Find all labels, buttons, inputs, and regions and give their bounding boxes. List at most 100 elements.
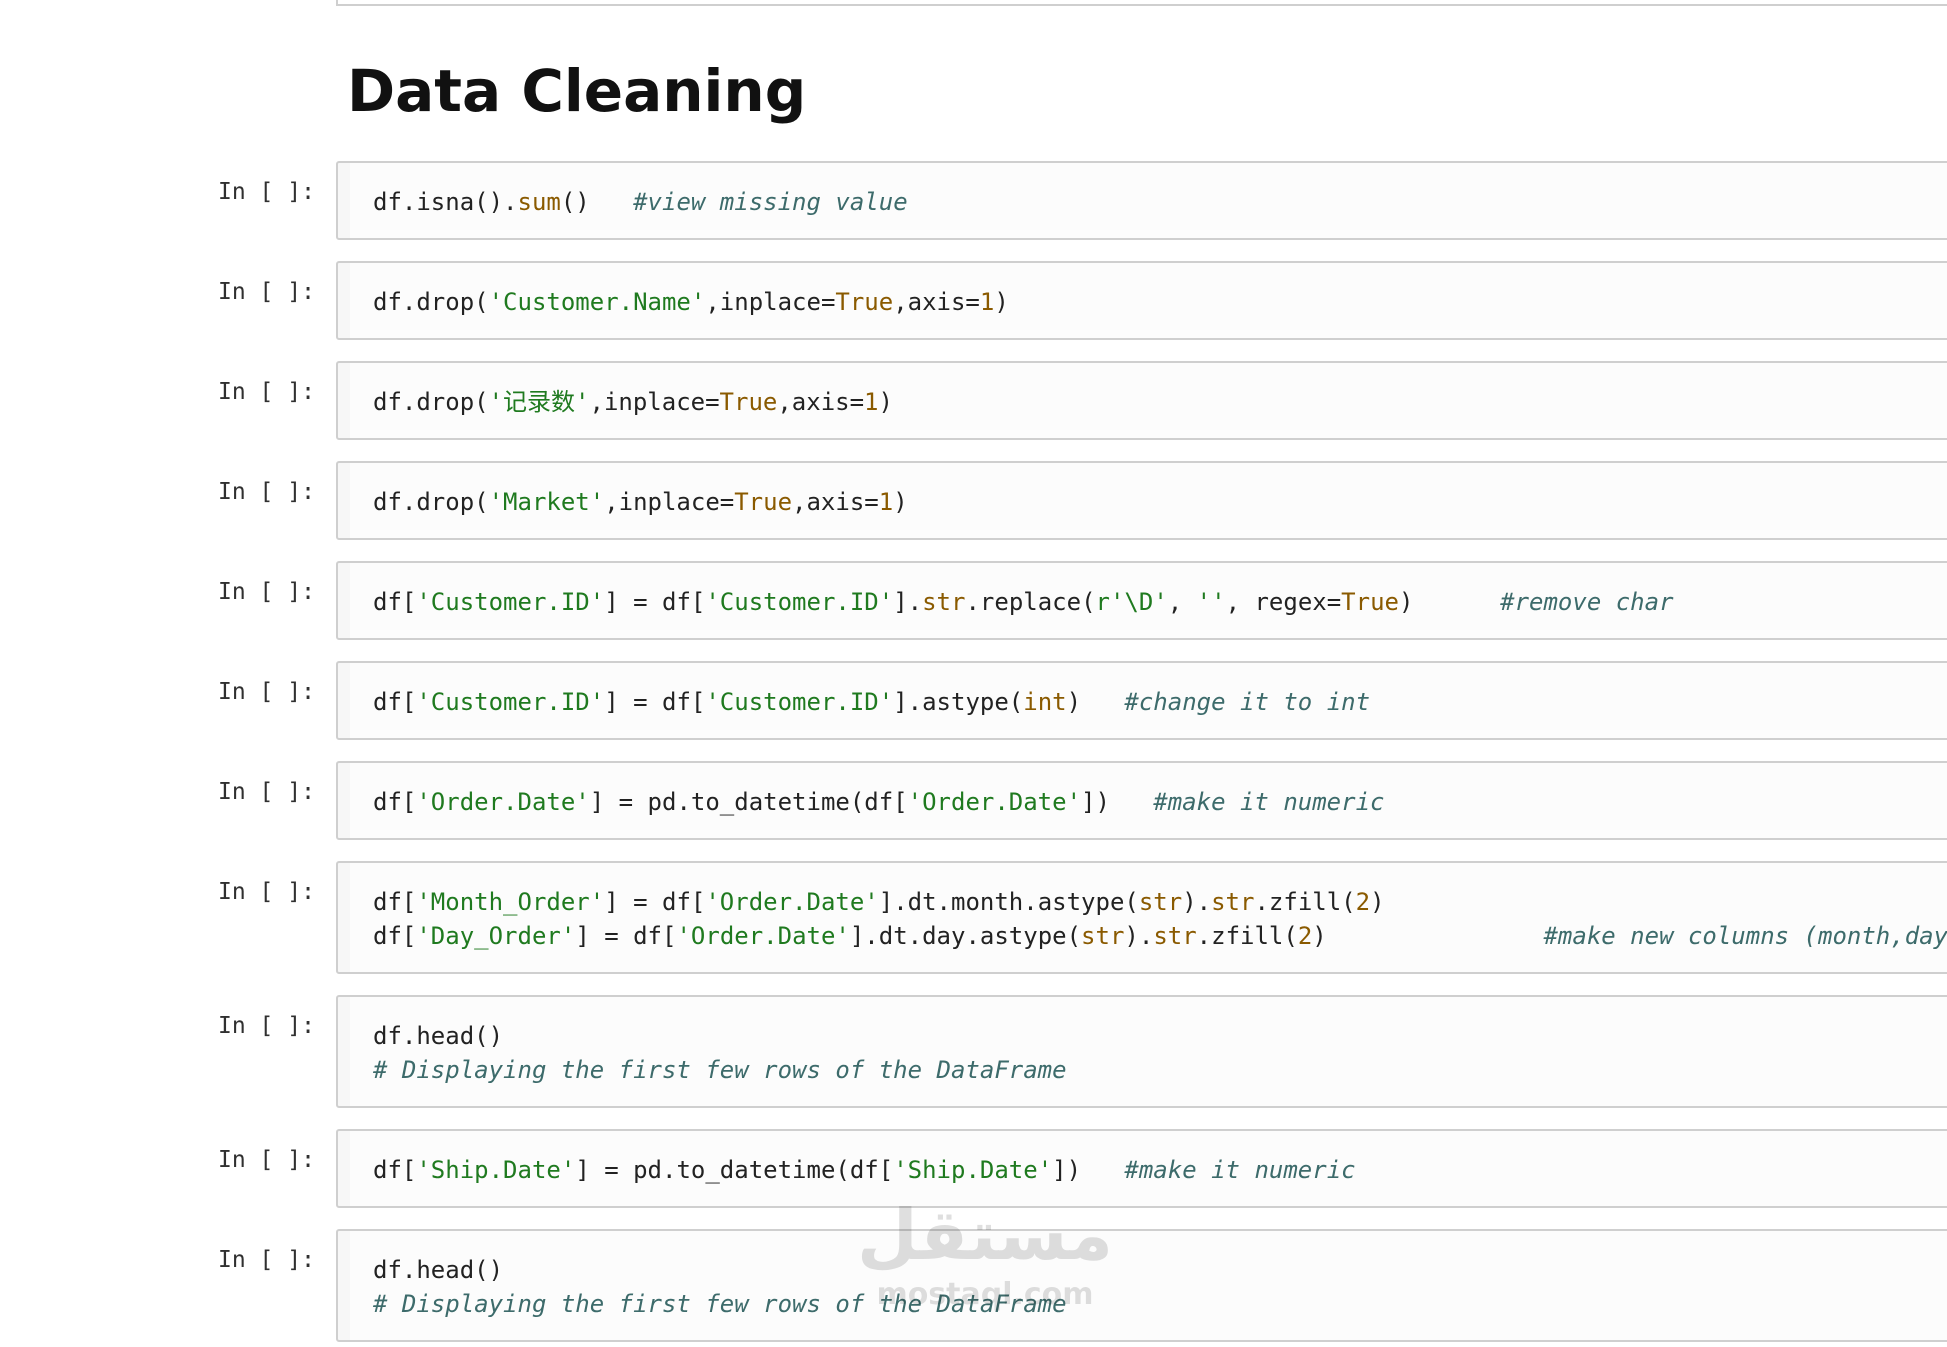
code-token: # Displaying the first few rows of the D… <box>373 1290 1067 1318</box>
code-token: str <box>1153 922 1197 950</box>
code-token: , <box>1167 588 1197 616</box>
code-cell[interactable]: In [ ]: df['Customer.ID'] = df['Customer.… <box>0 661 1947 740</box>
code-cell[interactable]: In [ ]:df.drop('Customer.Name',inplace=T… <box>0 261 1947 340</box>
code-token: ,inplace= <box>604 488 735 516</box>
code-editor[interactable]: df.drop('Market',inplace=True,axis=1) <box>336 461 1947 540</box>
code-token: ].astype( <box>893 688 1024 716</box>
code-token: # Displaying the first few rows of the D… <box>373 1056 1067 1084</box>
code-token: ,inplace= <box>705 288 836 316</box>
code-token: 1 <box>864 388 879 416</box>
cell-prompt: In [ ]: <box>218 479 315 505</box>
code-editor[interactable]: df['Order.Date'] = pd.to_datetime(df['Or… <box>336 761 1947 840</box>
code-editor[interactable]: df['Month_Order'] = df['Order.Date'].dt.… <box>336 861 1947 974</box>
code-token: r'\D' <box>1095 588 1168 616</box>
code-editor[interactable]: df.drop('Customer.Name',inplace=True,axi… <box>336 261 1947 340</box>
code-editor[interactable]: df.isna().sum() #view missing value <box>336 161 1947 240</box>
code-token: 'Month_Order' <box>416 888 605 916</box>
cell-prompt: In [ ]: <box>218 679 315 705</box>
code-cell[interactable]: In [ ]: df.drop('Market',inplace=True,axi… <box>0 461 1947 540</box>
code-token: #make it numeric <box>1153 788 1385 816</box>
code-token: 'Day_Order' <box>416 922 576 950</box>
code-token: , regex= <box>1225 588 1342 616</box>
code-editor-area[interactable]: df['Month_Order'] = df['Order.Date'].dt.… <box>350 863 1947 972</box>
code-token: str <box>922 588 966 616</box>
code-token: 'Ship.Date' <box>416 1156 576 1184</box>
code-token: 'Order.Date' <box>705 888 879 916</box>
code-token: ] = df[ <box>604 888 706 916</box>
code-cell[interactable]: In [ ]:df['Ship.Date'] = pd.to_datetime(… <box>0 1129 1947 1208</box>
code-token: ) <box>1398 588 1501 616</box>
code-cell[interactable]: In [ ]: df.isna().sum() #view missing val… <box>0 161 1947 240</box>
code-token: ].dt.month.astype( <box>878 888 1139 916</box>
code-editor-area[interactable]: df.head() # Displaying the first few rows… <box>350 1231 1947 1340</box>
code-token: str <box>1081 922 1125 950</box>
code-editor-area[interactable]: df.drop('Market',inplace=True,axis=1) <box>350 463 1947 538</box>
code-editor[interactable]: df['Ship.Date'] = pd.to_datetime(df['Shi… <box>336 1129 1947 1208</box>
code-token: 'Customer.ID' <box>705 588 894 616</box>
code-editor[interactable]: df['Customer.ID'] = df['Customer.ID'].as… <box>336 661 1947 740</box>
code-editor-area[interactable]: df['Order.Date'] = pd.to_datetime(df['Or… <box>350 763 1947 838</box>
code-editor-area[interactable]: df.drop('Customer.Name',inplace=True,axi… <box>350 263 1947 338</box>
code-token: #view missing value <box>633 188 908 216</box>
code-token: ]. <box>893 588 923 616</box>
code-token: ] = pd.to_datetime(df[ <box>589 788 908 816</box>
code-token: ] = pd.to_datetime(df[ <box>575 1156 894 1184</box>
code-editor[interactable]: df.drop('记录数',inplace=True,axis=1) <box>336 361 1947 440</box>
code-token: int <box>1023 688 1067 716</box>
code-line: # Displaying the first few rows of the D… <box>373 1053 1067 1087</box>
cell-prompt: In [ ]: <box>218 379 315 405</box>
code-line: # Displaying the first few rows of the D… <box>373 1287 1067 1321</box>
code-token: ) <box>1312 922 1544 950</box>
code-token: ]) <box>1052 1156 1125 1184</box>
code-token: '记录数' <box>488 388 590 416</box>
code-token: df.drop( <box>373 388 489 416</box>
code-line: df['Month_Order'] = df['Order.Date'].dt.… <box>373 885 1385 919</box>
code-editor-area[interactable]: df.drop('记录数',inplace=True,axis=1) <box>350 363 1947 438</box>
code-token: ].dt.day.astype( <box>849 922 1082 950</box>
cell-prompt: In [ ]: <box>218 779 315 805</box>
code-token: df[ <box>373 588 417 616</box>
code-cell[interactable]: In [ ]:df['Customer.ID'] = df['Customer.… <box>0 561 1947 640</box>
code-token: df.head() <box>373 1022 504 1050</box>
code-cell[interactable]: In [ ]:df['Month_Order'] = df['Order.Dat… <box>0 861 1947 974</box>
code-token: df.drop( <box>373 288 489 316</box>
code-editor-area[interactable]: df.isna().sum() #view missing value <box>350 163 1947 238</box>
code-editor[interactable]: df.head() # Displaying the first few rows… <box>336 1229 1947 1342</box>
code-token: .replace( <box>965 588 1096 616</box>
code-token: ,axis= <box>893 288 980 316</box>
code-cell[interactable]: In [ ]:df.head()# Displaying the first f… <box>0 995 1947 1108</box>
code-token: ] = df[ <box>604 588 706 616</box>
code-token: .zfill( <box>1254 888 1356 916</box>
code-token: #remove char <box>1500 588 1674 616</box>
cell-prompt: In [ ]: <box>218 179 315 205</box>
code-token: 2 <box>1297 922 1313 950</box>
code-token: ) <box>994 288 1009 316</box>
code-token: ). <box>1182 888 1212 916</box>
code-token: df.drop( <box>373 488 489 516</box>
code-cell[interactable]: In [ ]: df.head() # Displaying the first f… <box>0 1229 1947 1342</box>
code-token: ) <box>878 388 893 416</box>
code-token: ] = df[ <box>604 688 706 716</box>
code-token: df.head() <box>373 1256 504 1284</box>
code-token: str <box>1138 888 1183 916</box>
code-editor-area[interactable]: df['Customer.ID'] = df['Customer.ID'].as… <box>350 663 1947 738</box>
code-token: ) <box>1066 688 1125 716</box>
code-token: df[ <box>373 922 417 950</box>
code-token: df[ <box>373 788 417 816</box>
code-cell[interactable]: In [ ]: df['Order.Date'] = pd.to_datetime… <box>0 761 1947 840</box>
code-line: df.head() <box>373 1253 503 1287</box>
code-cell[interactable]: In [ ]: df.drop('记录数',inplace=True,axis=1… <box>0 361 1947 440</box>
code-editor-area[interactable]: df['Customer.ID'] = df['Customer.ID'].st… <box>350 563 1947 638</box>
code-token: ,axis= <box>792 488 879 516</box>
code-token: sum <box>517 188 561 216</box>
code-editor-area[interactable]: df['Ship.Date'] = pd.to_datetime(df['Shi… <box>350 1131 1947 1206</box>
cell-prompt: In [ ]: <box>218 879 315 905</box>
cell-prompt: In [ ]: <box>218 1247 315 1273</box>
code-editor[interactable]: df.head() # Displaying the first few rows… <box>336 995 1947 1108</box>
code-token: df[ <box>373 888 417 916</box>
code-editor[interactable]: df['Customer.ID'] = df['Customer.ID'].st… <box>336 561 1947 640</box>
code-token: ) <box>1370 888 1385 916</box>
previous-cell-edge <box>336 0 1947 6</box>
code-token: 'Market' <box>488 488 605 516</box>
code-editor-area[interactable]: df.head() # Displaying the first few rows… <box>350 997 1947 1106</box>
